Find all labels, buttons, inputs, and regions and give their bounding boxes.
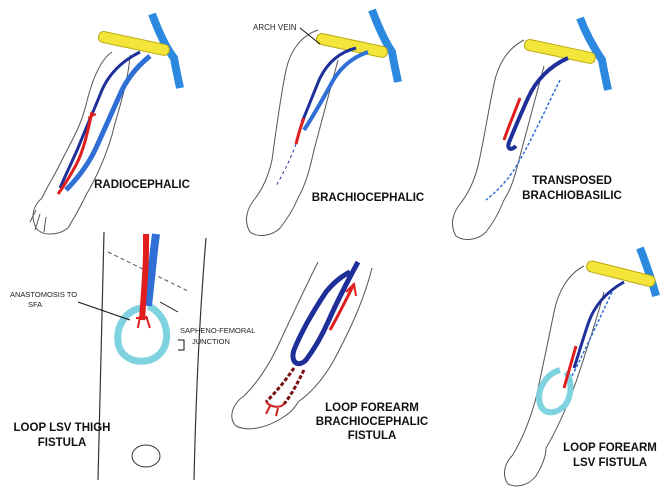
- junction-pointer: [160, 302, 178, 312]
- arm-outline: [247, 30, 338, 235]
- knee-outline: [132, 445, 160, 467]
- panel-radiocephalic: [30, 14, 180, 234]
- femoral-vein: [148, 234, 156, 306]
- callout-junction-line2: JUNCTION: [192, 337, 230, 346]
- label-loop-forearm-bc-line2: BRACHIOCEPHALIC: [316, 416, 428, 428]
- palmar-arch: [266, 402, 284, 416]
- label-loop-forearm-lsv-line1: LOOP FOREARM: [563, 442, 657, 454]
- label-loop-forearm-lsv-line2: LSV FISTULA: [573, 457, 647, 469]
- panel-loop-lsv-thigh: [78, 232, 206, 480]
- cephalic-vein: [66, 56, 150, 190]
- label-loop-lsv-thigh-line1: LOOP LSV THIGH: [14, 422, 111, 434]
- label-loop-forearm-bc-line3: FISTULA: [348, 430, 397, 442]
- junction-bracket: [178, 340, 184, 350]
- forearm-arteries: [266, 368, 304, 404]
- callout-arch-vein: ARCH VEIN: [253, 23, 297, 32]
- label-loop-forearm-bc-line1: LOOP FOREARM: [325, 402, 419, 414]
- callout-anastomosis-line1: ANASTOMOSIS TO: [10, 290, 77, 299]
- label-brachiocephalic: BRACHIOCEPHALIC: [312, 192, 424, 204]
- label-brachiobasilic-line1: TRANSPOSED: [532, 175, 612, 187]
- brachial-artery: [296, 118, 304, 144]
- anastomosis-pointer: [78, 302, 130, 320]
- label-radiocephalic: RADIOCEPHALIC: [94, 179, 190, 191]
- clavicle: [316, 33, 389, 59]
- callout-junction-line1: SAPHENO-FEMORAL: [180, 326, 255, 335]
- label-brachiobasilic-line2: BRACHIOBASILIC: [522, 190, 622, 202]
- callout-anastomosis-line2: SFA: [28, 300, 42, 309]
- femoral-artery: [142, 234, 146, 320]
- loop-vein-outer: [293, 262, 358, 364]
- subclavian-vein: [640, 248, 656, 296]
- panel-brachiobasilic: [453, 18, 608, 239]
- anastomosis-artery: [136, 316, 150, 328]
- label-loop-lsv-thigh-line2: FISTULA: [38, 437, 87, 449]
- forearm-vein: [276, 144, 296, 186]
- forearm-vein: [572, 292, 612, 376]
